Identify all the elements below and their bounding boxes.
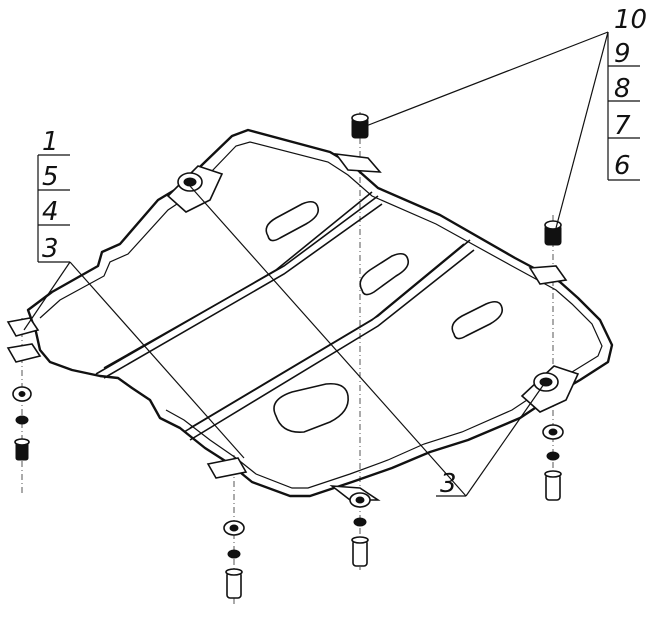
label-1: 1 [42,127,59,157]
fastener-stack-left [12,386,32,461]
stiffening-ribs [95,191,475,441]
label-3-bottom: 3 [440,469,457,499]
mount-point-right [520,365,580,413]
right-label-stack: 10 9 8 7 6 [614,5,647,181]
mount-point-left [166,165,224,213]
mounting-tabs [6,152,568,501]
fastener-stack-front-center [349,492,371,567]
label-10: 10 [614,5,647,35]
label-9: 9 [614,39,631,69]
left-label-stack: 1 5 4 3 [42,127,59,264]
label-5: 5 [42,162,59,192]
axis-lines [21,112,554,605]
label-4: 4 [42,197,59,227]
label-6: 6 [614,151,631,181]
leader-lines [23,31,640,497]
fastener-top-center [351,113,369,139]
fastener-stack-right [542,424,564,501]
label-7: 7 [614,111,631,141]
skid-plate-inner-edge [39,141,603,489]
label-3-left: 3 [42,234,59,264]
label-8: 8 [614,74,631,104]
fastener-top-right [544,220,562,246]
ventilation-slots [265,200,504,433]
fastener-stack-front-left [223,520,245,599]
